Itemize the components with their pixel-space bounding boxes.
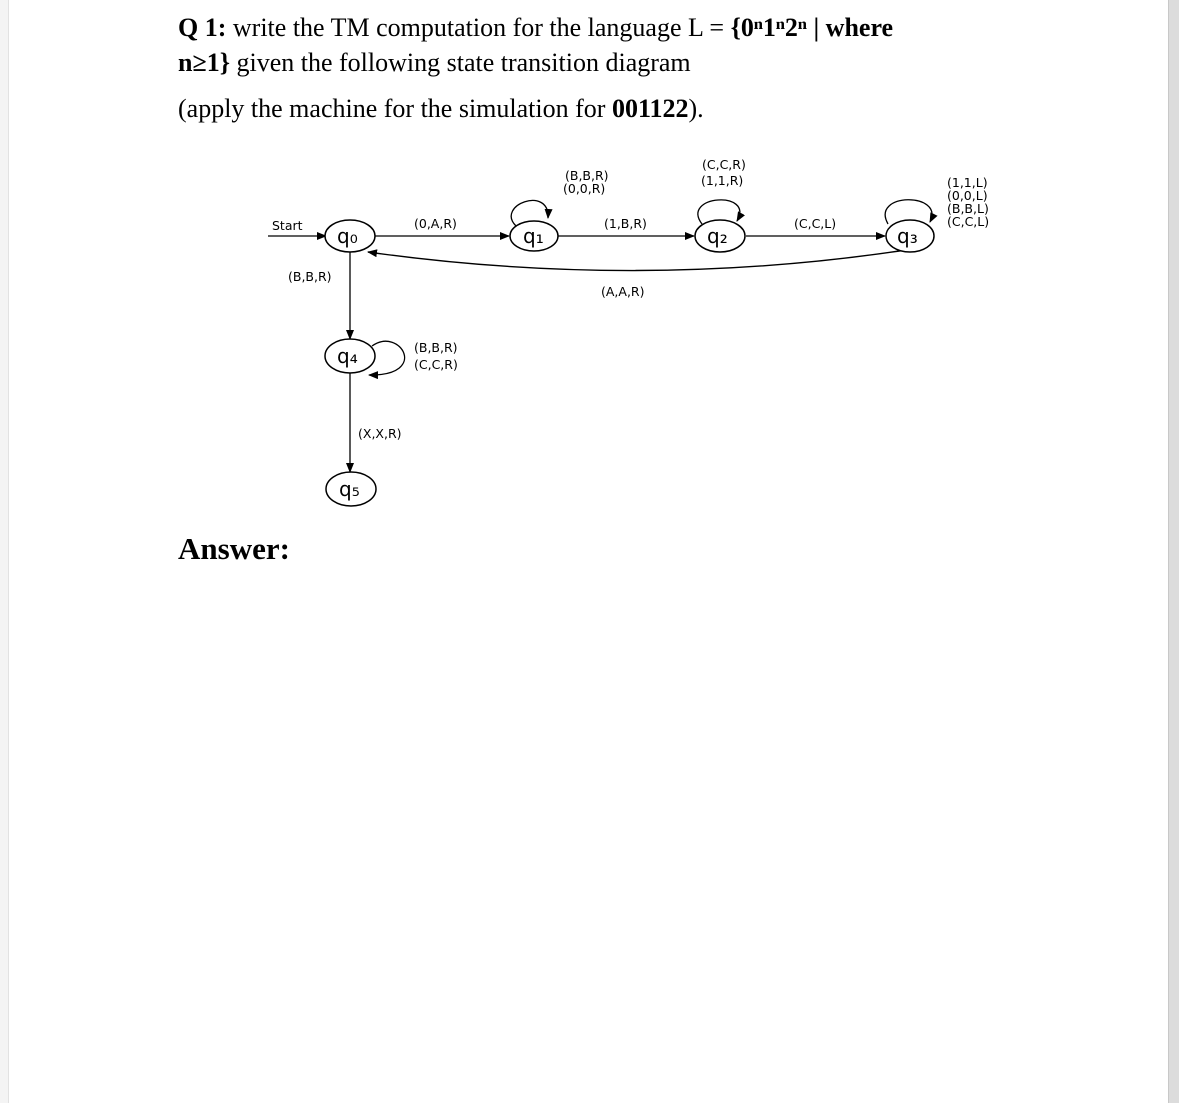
start-label: Start — [272, 218, 303, 233]
question-line-1: Q 1: write the TM computation for the la… — [178, 11, 893, 45]
edge-q0-q1-label: (0,A,R) — [414, 216, 457, 231]
question-line-3: (apply the machine for the simulation fo… — [178, 92, 704, 126]
state-q3 — [885, 219, 935, 253]
edge-q2-q3-label: (C,C,L) — [794, 216, 836, 231]
loop-q4 — [368, 340, 406, 380]
simulation-close: ). — [688, 94, 704, 123]
loop-q3-label-4: (C,C,L) — [947, 214, 989, 229]
loop-q2-label-1: (C,C,R) — [702, 157, 746, 172]
state-q1 — [509, 220, 559, 252]
loop-q4-label-2: (C,C,R) — [414, 357, 458, 372]
question-number: Q 1: — [178, 13, 227, 42]
state-q0-label: q₀ — [337, 224, 358, 248]
edge-q4-q5-label: (X,X,R) — [358, 426, 402, 441]
state-q4 — [324, 338, 376, 374]
state-q1-label: q₁ — [523, 224, 544, 248]
edge-q1-q2-label: (1,B,R) — [604, 216, 647, 231]
question-text: write the TM computation for the languag… — [226, 13, 731, 42]
loop-q3 — [884, 199, 938, 225]
scrollbar-track[interactable] — [1168, 0, 1179, 1103]
loop-q3-label-3: (B,B,L) — [947, 201, 989, 216]
loop-q3-label-2: (0,0,L) — [947, 188, 988, 203]
simulation-instruction: (apply the machine for the simulation fo… — [178, 94, 612, 123]
edge-q0-q4-label: (B,B,R) — [288, 269, 332, 284]
input-string: 001122 — [611, 94, 689, 123]
question-line-2: n≥1} given the following state transitio… — [178, 46, 691, 80]
loop-q1-label-2: (0,0,R) — [563, 181, 605, 196]
loop-q1-label-1: (B,B,R) — [565, 168, 609, 183]
language-definition: {0ⁿ1ⁿ2ⁿ | where — [730, 13, 894, 42]
state-q4-label: q₄ — [337, 344, 358, 368]
edge-q3-q0 — [367, 249, 907, 272]
loop-q4-label-1: (B,B,R) — [414, 340, 458, 355]
loop-q2 — [697, 199, 745, 225]
state-q5 — [325, 471, 377, 507]
loop-q1 — [510, 199, 553, 227]
question-text-2: given the following state transition dia… — [229, 48, 691, 77]
state-q3-label: q₃ — [897, 224, 918, 248]
answer-label: Answer: — [178, 531, 290, 566]
language-condition: n≥1} — [178, 48, 230, 77]
state-q2 — [694, 219, 746, 253]
state-q0 — [324, 219, 376, 253]
state-q5-label: q₅ — [339, 477, 360, 501]
edge-q3-q0-label: (A,A,R) — [601, 284, 645, 299]
loop-q3-label-1: (1,1,L) — [947, 175, 988, 190]
loop-q2-label-2: (1,1,R) — [701, 173, 743, 188]
page-left-edge — [0, 0, 9, 1103]
state-q2-label: q₂ — [707, 224, 728, 248]
